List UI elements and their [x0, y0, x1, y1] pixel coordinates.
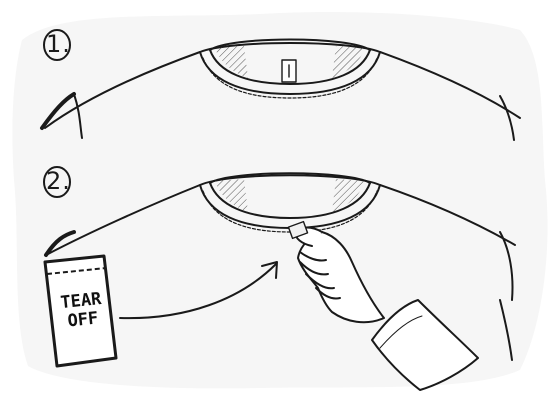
step-1-circle-icon — [40, 27, 84, 63]
tag-text: TEAR OFF — [54, 289, 110, 332]
step-2-circle-icon — [40, 164, 84, 200]
